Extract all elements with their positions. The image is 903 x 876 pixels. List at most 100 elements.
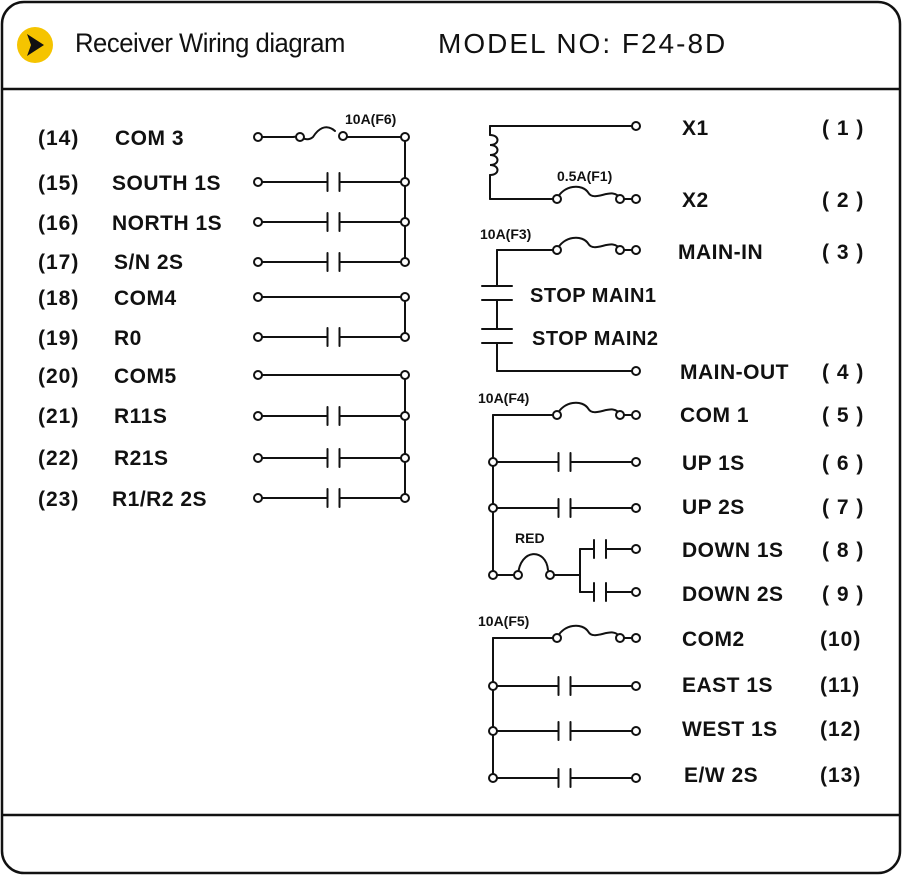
fuse-f5-label: 10A(F5) <box>478 613 530 629</box>
junction-node <box>400 453 410 463</box>
terminal-node <box>253 177 263 187</box>
left-terminal-number: (19) <box>38 327 80 350</box>
right-terminal-label: WEST 1S <box>682 718 778 741</box>
fuse-terminal <box>615 245 625 255</box>
right-terminal-label: UP 1S <box>682 452 745 475</box>
terminal-node <box>253 292 263 302</box>
right-terminal-number: ( 6 ) <box>822 452 865 475</box>
right-terminal-number: (11) <box>820 674 861 697</box>
terminal-node <box>631 773 641 783</box>
fuse-terminal <box>615 410 625 420</box>
fuse-f4-label: 10A(F4) <box>478 390 530 406</box>
junction-node <box>488 773 498 783</box>
junction-node <box>488 681 498 691</box>
left-terminal-label: R11S <box>114 405 168 428</box>
right-terminal-number: ( 8 ) <box>822 539 865 562</box>
terminal-node <box>253 257 263 267</box>
stop-main2-label: STOP MAIN2 <box>532 328 659 350</box>
left-terminal-number: (15) <box>38 172 80 195</box>
model-number: MODEL NO: F24-8D <box>438 28 728 59</box>
left-terminal-label: SOUTH 1S <box>112 172 222 195</box>
fuse-terminal <box>545 570 555 580</box>
fuse-terminal <box>552 633 562 643</box>
fuse-terminal <box>615 633 625 643</box>
left-terminal-label: R1/R2 2S <box>112 488 208 511</box>
terminal-node <box>631 544 641 554</box>
terminal-node <box>253 132 263 142</box>
terminal-node <box>253 217 263 227</box>
right-terminal-label: EAST 1S <box>682 674 774 697</box>
right-terminal-number: ( 1 ) <box>822 117 865 140</box>
left-terminal-number: (20) <box>38 365 80 388</box>
fuse-terminal <box>295 132 305 142</box>
junction-node <box>400 177 410 187</box>
fuse-terminal <box>552 194 562 204</box>
junction-node <box>400 132 410 142</box>
terminal-node <box>631 245 641 255</box>
fuse-f1-label: 0.5A(F1) <box>557 168 613 184</box>
right-terminal-label: X2 <box>682 189 709 212</box>
left-terminal-label: COM5 <box>114 365 177 388</box>
junction-node <box>400 411 410 421</box>
red-fuse-label: RED <box>515 530 545 546</box>
terminal-node <box>631 503 641 513</box>
right-terminal-label: UP 2S <box>682 496 745 519</box>
right-terminal-label: COM2 <box>682 628 745 651</box>
terminal-node <box>631 366 641 376</box>
left-terminal-number: (23) <box>38 488 80 511</box>
coil <box>489 134 499 176</box>
left-terminal-number: (22) <box>38 447 80 470</box>
terminal-node <box>631 410 641 420</box>
left-terminal-label: R21S <box>114 447 169 470</box>
page-title: Receiver Wiring diagram <box>75 28 345 58</box>
junction-node <box>400 332 410 342</box>
junction-node <box>400 370 410 380</box>
left-terminal-label: S/N 2S <box>114 251 184 274</box>
left-terminal-label: NORTH 1S <box>112 212 223 235</box>
terminal-node <box>253 332 263 342</box>
chevron-right-circle-icon <box>17 27 53 63</box>
terminal-node <box>631 457 641 467</box>
left-terminal-label: R0 <box>114 327 142 350</box>
right-terminal-number: (12) <box>820 718 862 741</box>
right-terminal-number: (13) <box>820 764 862 787</box>
right-terminal-number: ( 2 ) <box>822 189 865 212</box>
right-terminal-label: DOWN 2S <box>682 583 784 606</box>
left-terminal-number: (14) <box>38 127 80 150</box>
fuse-terminal <box>338 131 348 141</box>
terminal-node <box>253 453 263 463</box>
fuse-terminal <box>552 245 562 255</box>
fuse-terminal <box>513 570 523 580</box>
fuse-link <box>556 401 621 416</box>
left-terminal-number: (18) <box>38 287 80 310</box>
right-terminal-label: E/W 2S <box>684 764 759 787</box>
junction-node <box>488 570 498 580</box>
right-terminal-number: ( 4 ) <box>822 361 865 384</box>
fuse-terminal <box>615 194 625 204</box>
left-terminal-label: COM4 <box>114 287 177 310</box>
right-terminal-label: MAIN-OUT <box>680 361 789 384</box>
right-terminal-number: ( 5 ) <box>822 404 865 427</box>
fuse-link <box>556 185 621 200</box>
junction-node <box>400 257 410 267</box>
terminal-node <box>631 726 641 736</box>
left-terminal-number: (17) <box>38 251 80 274</box>
stop-main1-label: STOP MAIN1 <box>530 285 657 307</box>
fuse-terminal <box>552 410 562 420</box>
right-terminal-number: ( 3 ) <box>822 241 865 264</box>
terminal-node <box>631 587 641 597</box>
fuse-link <box>556 624 621 639</box>
left-terminal-number: (16) <box>38 212 80 235</box>
right-terminal-number: (10) <box>820 628 862 651</box>
junction-node <box>488 726 498 736</box>
junction-node <box>400 493 410 503</box>
junction-node <box>488 457 498 467</box>
left-terminal-label: COM 3 <box>115 127 185 150</box>
right-terminal-number: ( 9 ) <box>822 583 865 606</box>
terminal-node <box>631 121 641 131</box>
right-terminal-label: X1 <box>682 117 709 140</box>
junction-node <box>488 503 498 513</box>
terminal-node <box>253 493 263 503</box>
fuse-f6-label: 10A(F6) <box>345 111 397 127</box>
